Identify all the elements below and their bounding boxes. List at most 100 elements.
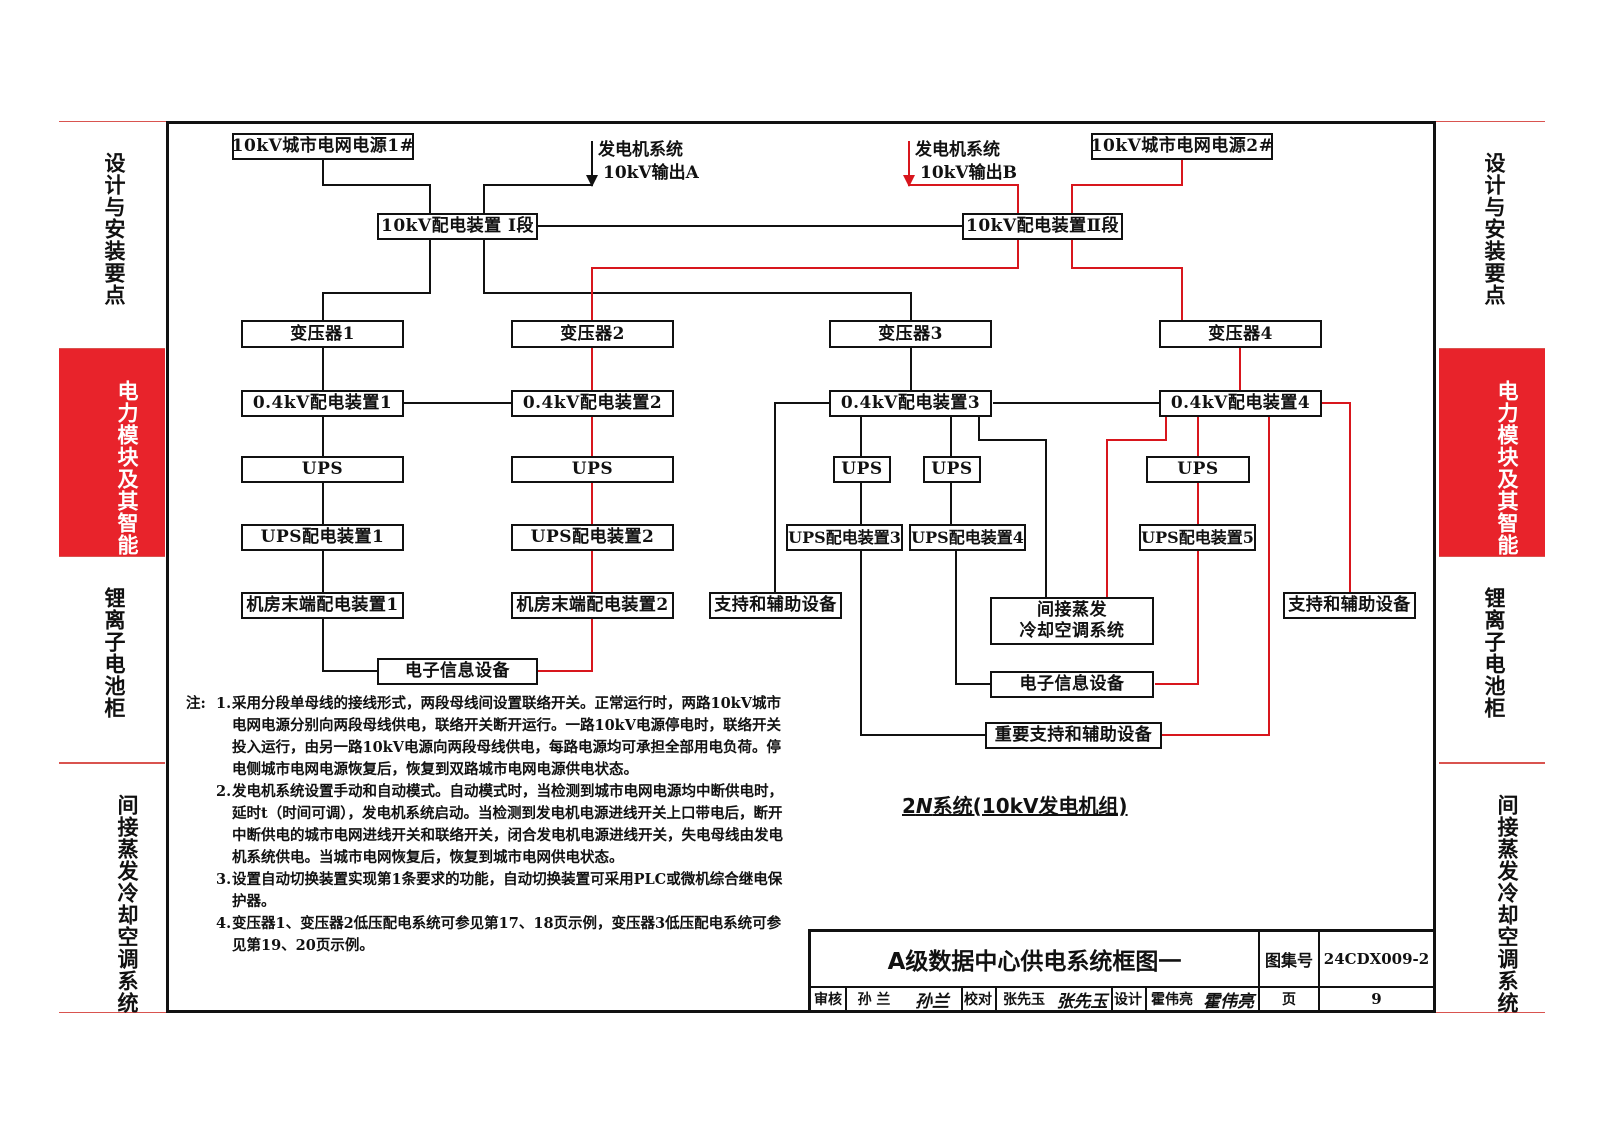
wire-term1-it: [322, 619, 377, 672]
lv-panel-1: 0.4kV配电装置1: [241, 390, 404, 417]
wire-lv3-cooling: [978, 416, 1047, 597]
tab-lithium-battery[interactable]: 锂离子电池柜: [1439, 556, 1545, 763]
note-item: 注: 1. 采用分段单母线的接线形式，两段母线间设置联络开关。正常运行时，两路1…: [186, 693, 786, 781]
wire-t3: [483, 239, 912, 320]
designer-name: 霍伟亮: [1151, 992, 1193, 1008]
caption-prefix: 2: [902, 794, 916, 818]
wire-lv3-support: [774, 402, 830, 592]
wire-gen-b: [908, 141, 1019, 214]
title-block-divider: [845, 988, 847, 1010]
title-block-divider: [961, 988, 963, 1010]
gen-b-label-line2: 10kV输出B: [920, 163, 1017, 183]
ups-panel-5: UPS配电装置5: [1139, 524, 1256, 551]
title-block-divider: [1258, 932, 1260, 1010]
lv-panel-4: 0.4kV配电装置4: [1159, 390, 1322, 417]
tab-label: 设计与安装要点: [102, 152, 127, 306]
support-equipment-2: 支持和辅助设备: [1283, 592, 1416, 619]
indirect-evaporative-cooling: 间接蒸发 冷却空调系统: [990, 597, 1154, 645]
cooling-label-line1: 间接蒸发: [1037, 600, 1107, 620]
ups-5: UPS: [1146, 456, 1250, 483]
right-tab-column: 设计与安装要点 电力模块及其智能化管理系统 锂离子电池柜 间接蒸发冷却空调系统: [1439, 121, 1545, 1014]
transformer-2: 变压器2: [511, 320, 674, 348]
wire-gen-a: [483, 141, 593, 214]
arrow-gen-a: [586, 175, 598, 187]
grid-source-1: 10kV城市电网电源1#: [232, 133, 414, 160]
page-label: 页: [1282, 992, 1296, 1008]
ups-panel-2: UPS配电装置2: [511, 524, 674, 551]
title-block: A级数据中心供电系统框图一 图集号 24CDX009-2 审核 孙 兰 孙兰 校…: [808, 929, 1433, 1012]
wire-lv4-cooling: [1106, 416, 1167, 597]
lv-panel-2: 0.4kV配电装置2: [511, 390, 674, 417]
checker-name: 张先玉: [1003, 992, 1045, 1008]
wire-upsp4-it2: [955, 551, 990, 685]
ups-4: UPS: [923, 456, 981, 483]
tab-label: 锂离子电池柜: [1482, 587, 1507, 719]
note-item: 2. 发电机系统设置手动和自动模式。自动模式时，当检测到城市电网电源均中断供电时…: [186, 781, 786, 869]
arrow-gen-b: [903, 175, 915, 187]
tab-label: 设计与安装要点: [1482, 152, 1507, 306]
notes-block: 注: 1. 采用分段单母线的接线形式，两段母线间设置联络开关。正常运行时，两路1…: [186, 693, 786, 957]
note-text: 变压器1、变压器2低压配电系统可参见第17、18页示例，变压器3低压配电系统可参…: [232, 915, 782, 954]
note-number: 3.: [216, 871, 232, 888]
title-block-divider: [1318, 932, 1320, 1010]
tab-design-install[interactable]: 设计与安装要点: [1439, 121, 1545, 349]
checker-signature: 张先玉: [1056, 991, 1108, 1012]
wire-grid2: [1071, 159, 1183, 214]
ups-panel-4: UPS配电装置4: [909, 524, 1026, 551]
tab-label: 锂离子电池柜: [102, 587, 127, 719]
note-number: 4.: [216, 915, 232, 932]
diagram-caption: 2N系统(10kV发电机组): [902, 790, 1128, 819]
notes-prefix: 注:: [186, 695, 206, 712]
wire-lv4-important: [1162, 416, 1270, 736]
page-number: 9: [1371, 990, 1382, 1008]
switchgear-segment-2: 10kV配电装置Ⅱ段: [962, 213, 1123, 240]
tab-cooling[interactable]: 间接蒸发冷却空调系统: [1439, 763, 1545, 1014]
it-equipment-2: 电子信息设备: [990, 671, 1154, 698]
it-equipment-1: 电子信息设备: [377, 658, 538, 685]
wire-t1: [322, 239, 431, 320]
cooling-label-line2: 冷却空调系统: [1019, 621, 1125, 641]
note-number: 2.: [216, 783, 232, 800]
reviewer-signature: 孙兰: [915, 991, 949, 1012]
wire-upsp3-important: [860, 551, 985, 736]
switchgear-segment-1: 10kV配电装置 Ⅰ段: [377, 213, 538, 240]
gen-a-label-line2: 10kV输出A: [603, 163, 699, 183]
transformer-4: 变压器4: [1159, 320, 1322, 348]
transformer-3: 变压器3: [829, 320, 992, 348]
wire-lv4-support: [1321, 402, 1351, 592]
terminal-panel-2: 机房末端配电装置2: [511, 592, 674, 619]
drawing-frame: [166, 121, 1436, 1013]
wire-term2-it: [538, 619, 593, 672]
tab-design-install[interactable]: 设计与安装要点: [59, 121, 165, 349]
ups-panel-1: UPS配电装置1: [241, 524, 404, 551]
review-label: 审核: [814, 992, 842, 1008]
note-text: 发电机系统设置手动和自动模式。自动模式时，当检测到城市电网电源均中断供电时，延时…: [232, 783, 783, 866]
ups-2: UPS: [511, 456, 674, 483]
important-support-equipment: 重要支持和辅助设备: [985, 722, 1162, 749]
left-tab-column: 设计与安装要点 电力模块及其智能化管理系统 锂离子电池柜 间接蒸发冷却空调系统: [59, 121, 165, 1014]
caption-italic: N: [915, 794, 933, 818]
ups-panel-3: UPS配电装置3: [786, 524, 903, 551]
note-number: 1.: [216, 695, 232, 712]
transformer-1: 变压器1: [241, 320, 404, 348]
terminal-panel-1: 机房末端配电装置1: [241, 592, 404, 619]
designer-signature: 霍伟亮: [1203, 991, 1254, 1012]
tab-lithium-battery[interactable]: 锂离子电池柜: [59, 556, 165, 763]
note-text: 设置自动切换装置实现第1条要求的功能，自动切换装置可采用PLC或微机综合继电保护…: [232, 871, 783, 910]
atlas-number: 24CDX009-2: [1323, 950, 1430, 968]
ups-1: UPS: [241, 456, 404, 483]
wire-upsp5-it2: [1155, 551, 1199, 685]
title-block-divider: [1145, 988, 1147, 1010]
title-block-divider: [1111, 988, 1113, 1010]
gen-b-label-line1: 发电机系统: [915, 140, 1000, 160]
lv-panel-3: 0.4kV配电装置3: [829, 390, 992, 417]
note-text: 采用分段单母线的接线形式，两段母线间设置联络开关。正常运行时，两路10kV城市电…: [232, 695, 781, 778]
wire-t4: [1071, 239, 1183, 320]
note-item: 4. 变压器1、变压器2低压配电系统可参见第17、18页示例，变压器3低压配电系…: [186, 913, 786, 957]
grid-source-2: 10kV城市电网电源2#: [1091, 133, 1273, 160]
title-block-divider: [995, 988, 997, 1010]
atlas-number-label: 图集号: [1264, 951, 1313, 970]
tab-cooling[interactable]: 间接蒸发冷却空调系统: [59, 763, 165, 1014]
